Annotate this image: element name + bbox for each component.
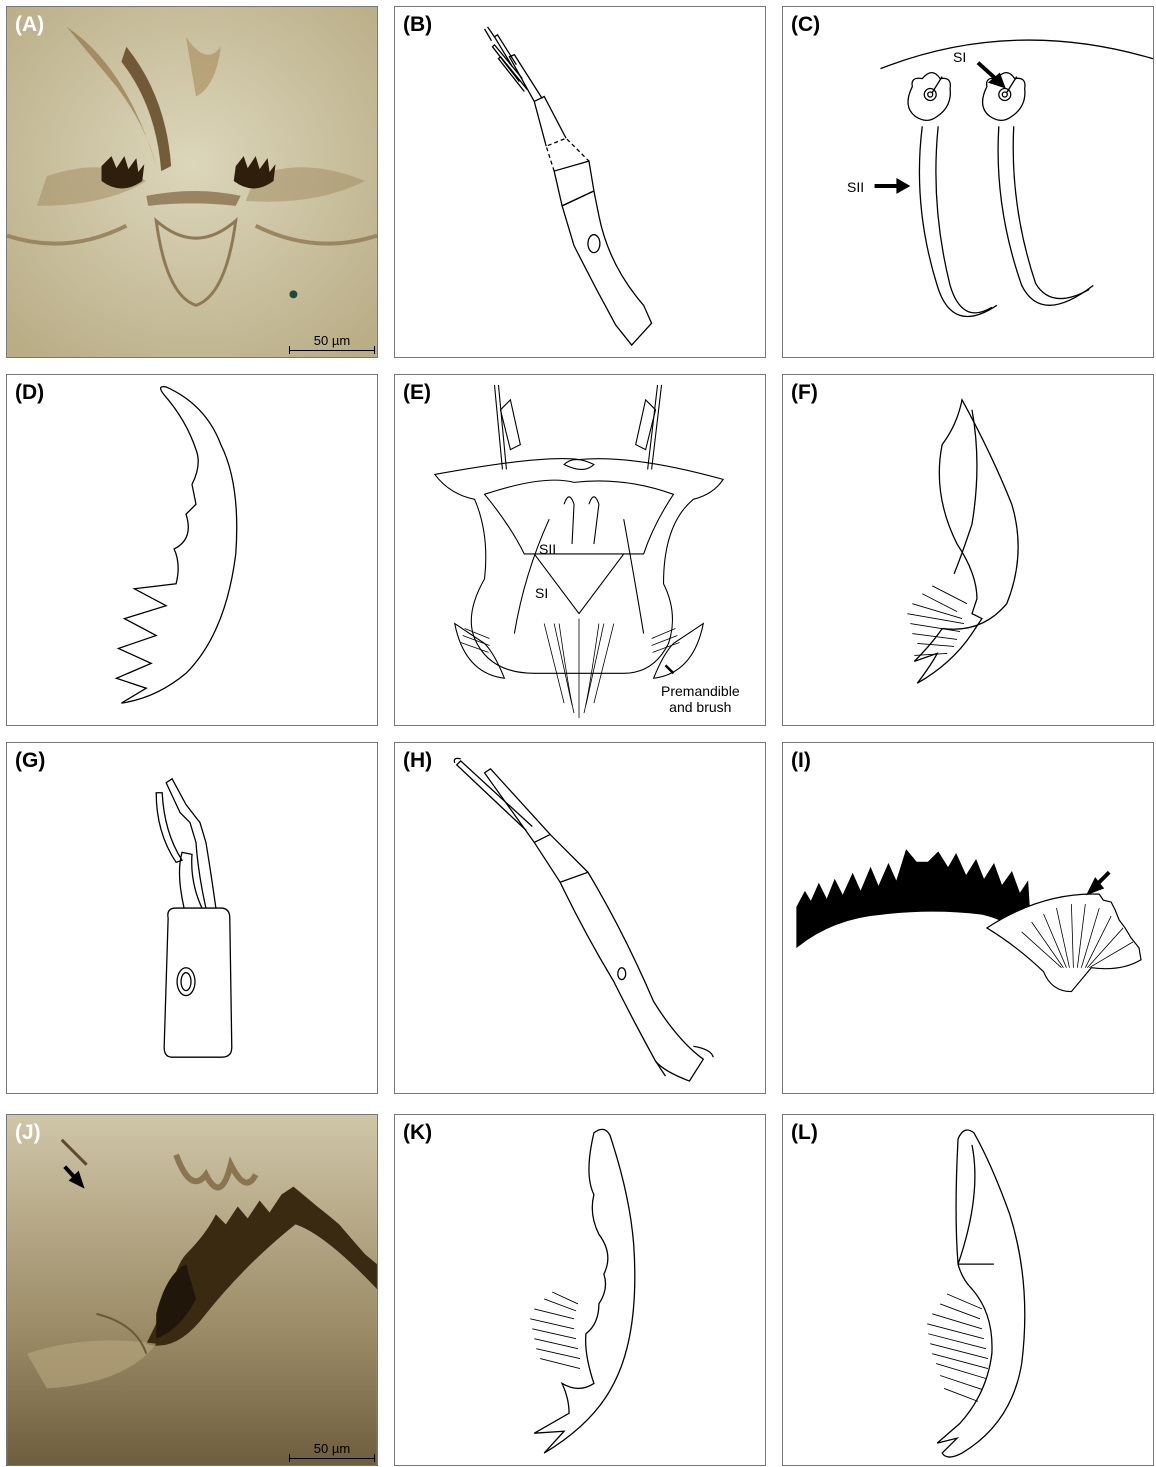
panel-d-mandible: (D) (6, 374, 378, 726)
panel-c-lauterborn: (C) SI SII (782, 6, 1154, 358)
scale-bar-a-line (289, 350, 375, 351)
annotation-sii-e: SII (539, 541, 556, 557)
head-capsule-drawing-e (395, 375, 765, 725)
annotation-si-c: SI (953, 49, 966, 65)
panel-a-label: (A) (15, 13, 44, 37)
mandible-drawing-k (395, 1115, 765, 1465)
antenna-drawing-b (395, 7, 765, 357)
panel-j-label: (J) (15, 1121, 41, 1145)
panel-e-label: (E) (403, 381, 431, 405)
scale-bar-a-text: 50 µm (289, 333, 375, 348)
annotation-premandible-line1: Premandible (661, 683, 740, 699)
panel-h-antenna: (H) (394, 742, 766, 1094)
scale-bar-j-text: 50 µm (289, 1441, 375, 1456)
panel-i-mentum: (I) (782, 742, 1154, 1094)
panel-j-micrograph (7, 1115, 377, 1465)
panel-k-label: (K) (403, 1121, 432, 1145)
panel-i-label: (I) (791, 749, 811, 773)
arrow-icon (783, 7, 1153, 357)
scale-bar-a: 50 µm (289, 333, 375, 351)
panel-d-label: (D) (15, 381, 44, 405)
panel-h-label: (H) (403, 749, 432, 773)
panel-f-label: (F) (791, 381, 818, 405)
panel-b-label: (B) (403, 13, 432, 37)
panel-c-label: (C) (791, 13, 820, 37)
scale-bar-j-line (289, 1458, 375, 1459)
panel-j-photo: (J) 50 µm (6, 1114, 378, 1466)
antenna-drawing-g (7, 743, 377, 1093)
panel-e-head: (E) SII SI Premandible and brush (394, 374, 766, 726)
antenna-drawing-h (395, 743, 765, 1093)
annotation-sii-c: SII (847, 179, 864, 195)
panel-g-label: (G) (15, 749, 45, 773)
mandible-drawing-d (7, 375, 377, 725)
annotation-premandible: Premandible and brush (661, 683, 740, 715)
panel-f-mandible: (F) (782, 374, 1154, 726)
mandible-drawing-f (783, 375, 1153, 725)
scale-bar-j: 50 µm (289, 1441, 375, 1459)
panel-l-label: (L) (791, 1121, 818, 1145)
annotation-premandible-line2: and brush (661, 699, 740, 715)
mentum-drawing-i (783, 743, 1153, 1093)
panel-k-mandible: (K) (394, 1114, 766, 1466)
panel-l-mandible: (L) (782, 1114, 1154, 1466)
annotation-si-e: SI (535, 585, 548, 601)
panel-g-antenna: (G) (6, 742, 378, 1094)
panel-a-micrograph (7, 7, 377, 357)
panel-a-photo: (A) 50 µm (6, 6, 378, 358)
mandible-drawing-l (783, 1115, 1153, 1465)
panel-b-antenna: (B) (394, 6, 766, 358)
